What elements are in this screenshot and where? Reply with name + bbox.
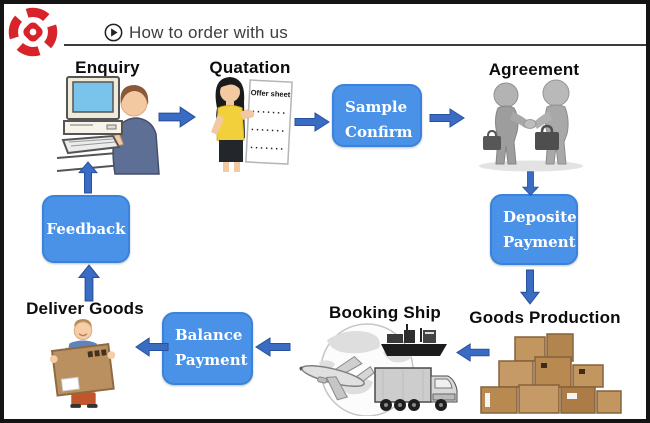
play-circle-icon [104, 23, 123, 42]
figure-right [533, 79, 570, 165]
box-balance-payment: Balance Payment [162, 312, 253, 385]
box-pile [480, 333, 622, 414]
computer [61, 76, 123, 155]
handshake [523, 119, 537, 129]
arrow-deliver-to-feedback [78, 264, 100, 302]
arrow-agreement-to-deposite [522, 171, 539, 196]
box-line: Sample [345, 98, 408, 116]
box-line: Confirm [345, 123, 413, 141]
agreement-illustration [479, 79, 583, 172]
briefcase [483, 136, 501, 150]
arrow-feedback-to-enquiry [78, 161, 98, 194]
box-line: Balance [175, 326, 243, 344]
label-agreement: Agreement [488, 60, 580, 79]
arrow-goods-to-booking [456, 343, 490, 362]
briefcase-handle [540, 124, 554, 133]
arrow-quotation-to-sample [294, 112, 330, 132]
arrow-booking-to-balance [255, 337, 291, 357]
shadow [479, 160, 583, 172]
box-line: Deposite [503, 208, 577, 226]
arrow-sample-to-agreement [429, 108, 465, 128]
offer-sheet-row: ······· [252, 107, 288, 118]
cargo-ship [381, 324, 447, 356]
offer-sheet-row: ······· [250, 143, 286, 154]
red-aperture-logo [8, 7, 58, 57]
page-title: How to order with us [129, 23, 288, 42]
box-feedback: Feedback [42, 195, 130, 263]
airplane [299, 355, 375, 401]
booking-ship-illustration [299, 323, 458, 416]
briefcase-handle [487, 129, 497, 137]
quotation-illustration: Offer sheet ······· ······· ······· [211, 77, 293, 172]
pants [71, 392, 96, 405]
figure-left [483, 82, 529, 165]
label-goods-production: Goods Production [469, 308, 621, 327]
box-line: Feedback [46, 219, 126, 238]
box-sample-confirm: Sample Confirm [332, 84, 422, 147]
enquiry-illustration [56, 76, 160, 175]
label-deliver-goods: Deliver Goods [26, 299, 144, 318]
deliver-goods-illustration [49, 319, 116, 408]
goods-production-illustration [480, 333, 622, 414]
briefcase [535, 132, 559, 150]
label-enquiry: Enquiry [75, 58, 140, 77]
box-deposite-payment: Deposite Payment [490, 194, 578, 265]
header-divider [64, 44, 646, 46]
offer-sheet-row: ······· [251, 125, 287, 136]
arrow-balance-to-deliver [135, 337, 169, 357]
arrow-enquiry-to-quotation [158, 106, 196, 128]
arrow-deposite-to-goods [520, 269, 540, 305]
label-booking-ship: Booking Ship [329, 303, 441, 322]
label-quotation: Quatation [209, 58, 291, 77]
offer-sheet: Offer sheet ······· ······· ······· [245, 79, 293, 165]
parcel-box [50, 343, 115, 397]
box-line: Payment [503, 233, 576, 251]
offer-sheet-title: Offer sheet [250, 88, 291, 99]
truck [374, 367, 458, 411]
box-line: Payment [175, 351, 248, 369]
